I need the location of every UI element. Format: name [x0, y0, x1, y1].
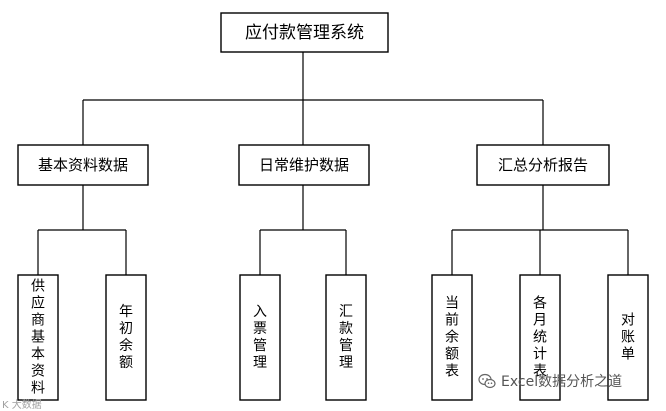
branch-node-label: 基本资料数据	[38, 156, 128, 174]
watermark: Excel数据分析之道	[478, 371, 622, 391]
leaf-node-label: 年初余额	[119, 304, 133, 371]
leaf-node-statement: 对账单	[607, 274, 649, 401]
leaf-node-opening-balance: 年初余额	[105, 274, 147, 401]
leaf-node-remittance-management: 汇款管理	[325, 274, 367, 401]
leaf-node-monthly-statistics: 各月统计表	[519, 274, 561, 401]
wechat-icon	[478, 373, 496, 389]
branch-node-label: 汇总分析报告	[498, 156, 588, 174]
watermark-text: Excel数据分析之道	[501, 374, 623, 390]
leaf-node-supplier-info: 供应商基本资料	[17, 274, 59, 401]
branch-node-box	[476, 144, 610, 186]
leaf-node-label: 各月统计表	[533, 296, 547, 380]
connector-lines	[37, 52, 629, 275]
leaf-node-box	[17, 274, 59, 401]
watermark-left: K 大数据	[2, 400, 42, 411]
branch-node-daily-maintenance: 日常维护数据	[238, 144, 370, 186]
branch-node-basic-data: 基本资料数据	[17, 144, 149, 186]
leaf-node-box	[239, 274, 281, 401]
root-node-box	[220, 12, 389, 53]
leaf-node-current-balance: 当前余额表	[431, 274, 473, 401]
branch-node-box	[238, 144, 370, 186]
branch-node-label: 日常维护数据	[259, 156, 349, 174]
root-node: 应付款管理系统	[220, 12, 389, 53]
leaf-node-box	[607, 274, 649, 401]
root-node-label: 应付款管理系统	[245, 23, 364, 43]
branch-node-summary-report: 汇总分析报告	[476, 144, 610, 186]
leaf-node-label: 当前余额表	[445, 296, 459, 380]
leaf-node-label: 入票管理	[253, 304, 267, 371]
leaf-node-invoice-management: 入票管理	[239, 274, 281, 401]
branch-node-box	[17, 144, 149, 186]
leaf-node-label: 供应商基本资料	[31, 279, 45, 397]
leaf-node-box	[105, 274, 147, 401]
leaf-node-box	[519, 274, 561, 401]
leaf-node-box	[431, 274, 473, 401]
leaf-node-label: 汇款管理	[339, 304, 353, 371]
leaf-node-label: 对账单	[621, 313, 635, 363]
leaf-node-box	[325, 274, 367, 401]
